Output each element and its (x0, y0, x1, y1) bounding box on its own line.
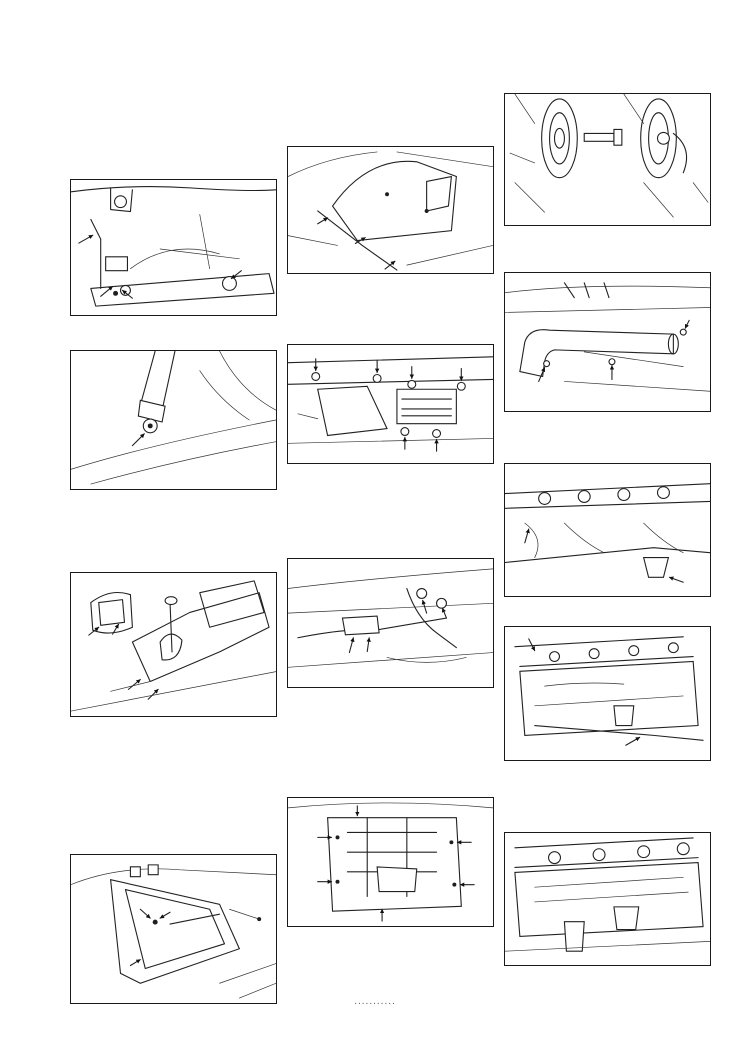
page-footer: ........... (354, 996, 396, 1007)
figure-floor-harness-bracket (287, 558, 494, 688)
figure-injection-lines (504, 463, 711, 597)
figure-crankshaft-pulley-bolt (504, 93, 711, 226)
figure-engine-top-overview (504, 832, 711, 966)
figure-underfloor-crossmember (287, 344, 494, 464)
figure-cylinder-head-lines (504, 626, 711, 761)
figure-dashboard-lower-panel (70, 179, 277, 316)
figure-shift-lever-console (70, 572, 277, 717)
figure-transmission-underside (287, 797, 494, 927)
figure-seat-belt-anchor (70, 350, 277, 490)
figure-center-console-box (70, 854, 277, 1004)
figure-glove-box-cover (287, 146, 494, 274)
figure-intake-pipe (504, 272, 711, 412)
